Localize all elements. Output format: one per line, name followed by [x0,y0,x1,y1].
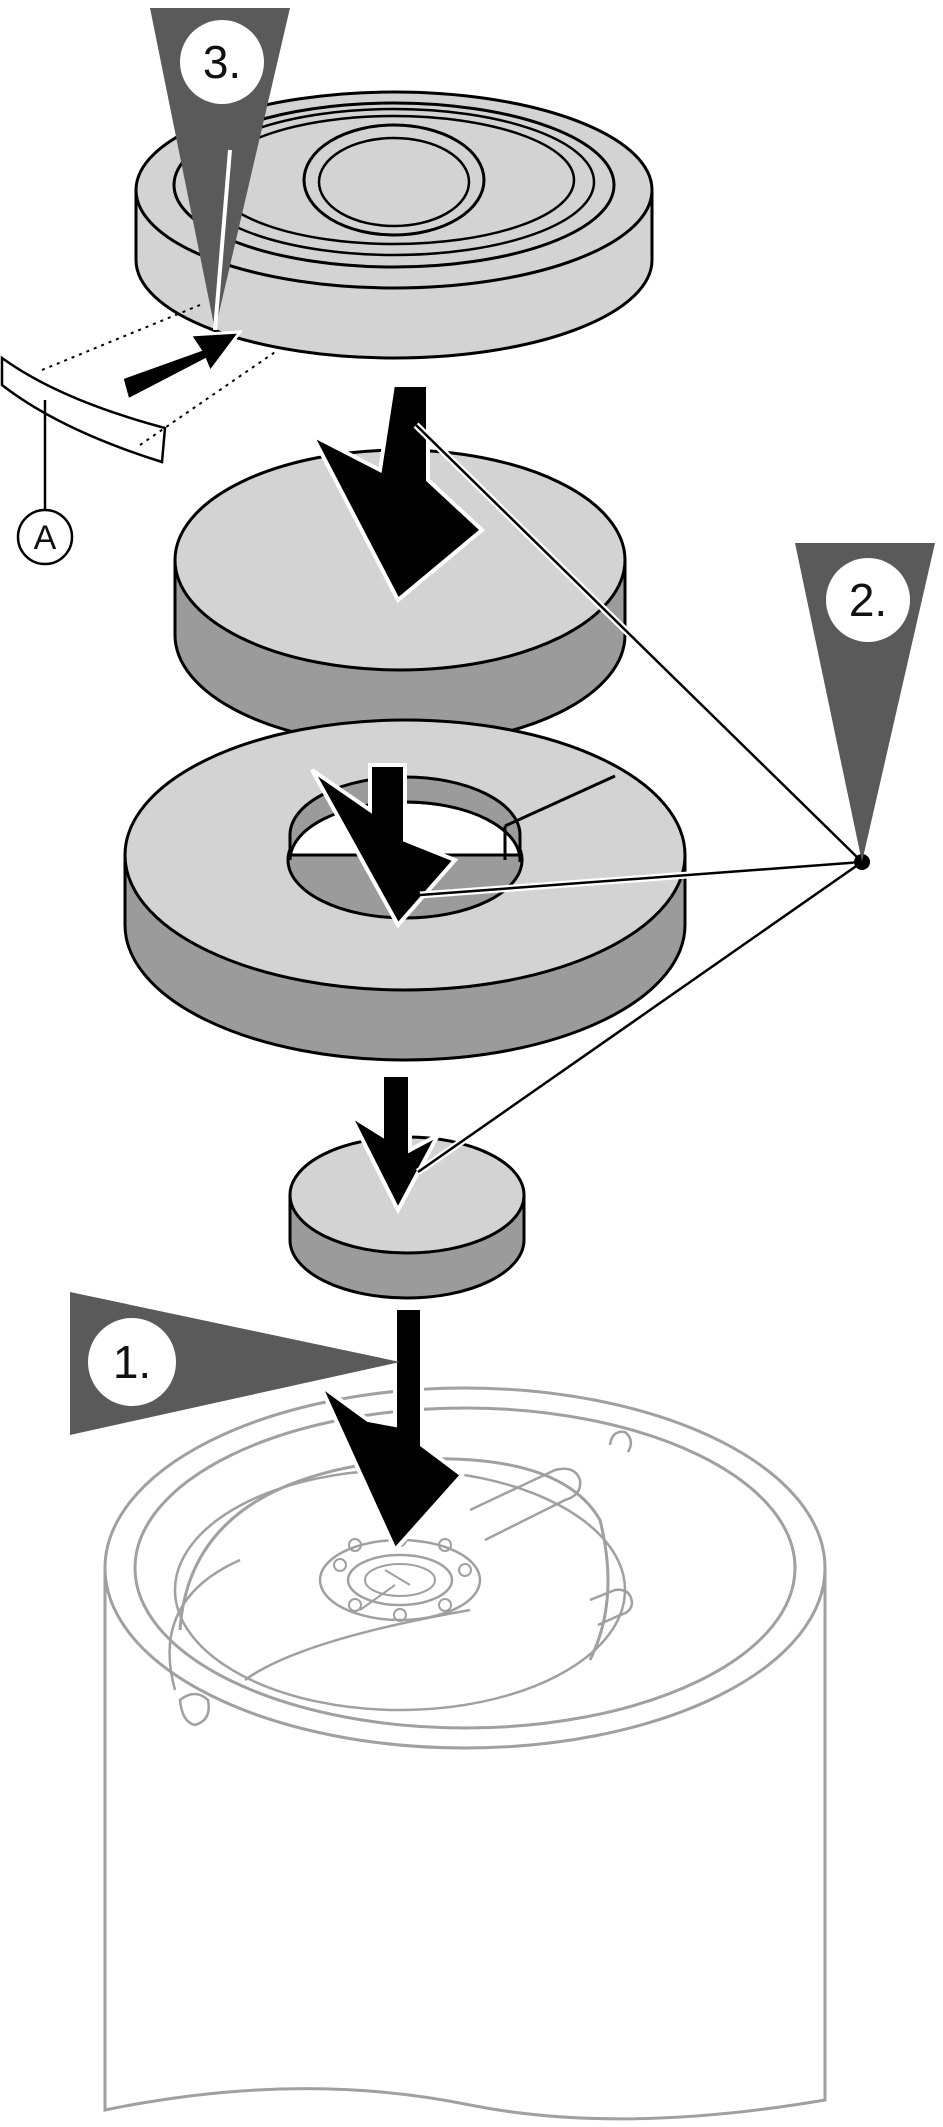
insulation-disc-small [288,1135,526,1300]
insertion-arrows [307,383,486,1554]
insulation-lid [134,90,654,360]
push-arrow-icon [120,330,244,403]
step-1-label: 1. [113,1336,151,1388]
down-arrow-icon [315,1306,465,1554]
step-2-label: 2. [849,574,887,626]
step-1-marker: 1. [70,1292,400,1435]
storage-tank [103,1386,827,2121]
down-arrow-icon [344,1073,443,1215]
step-3-label: 3. [203,36,241,88]
callout-a-label: A [34,519,57,557]
step-3-marker: 3. [150,8,290,331]
insulation-ring [123,718,687,1062]
step-2-marker: 2. [795,543,935,862]
step2-leader-lines [413,422,870,1175]
strap-detail: A [0,304,279,566]
down-arrow-icon [307,383,486,604]
